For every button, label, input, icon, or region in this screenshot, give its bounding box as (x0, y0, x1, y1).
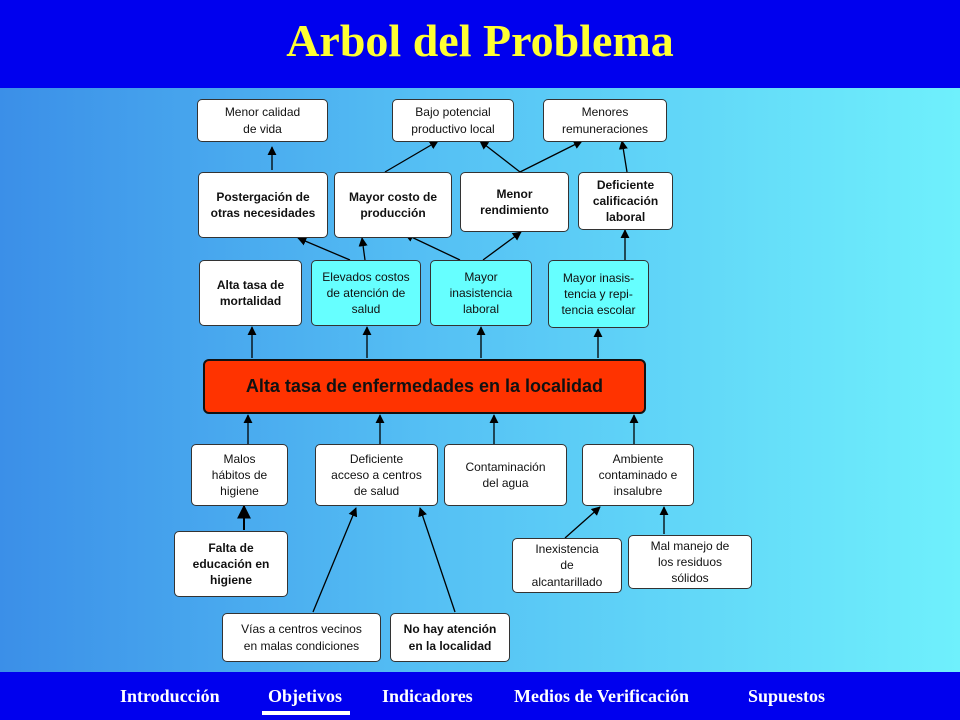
active-nav-indicator (262, 711, 350, 715)
effect-elevados-costos-salud: Elevados costos de atención de salud (311, 260, 421, 326)
cause-falta-educacion-higiene: Falta de educación en higiene (174, 531, 288, 597)
arrow-calificacion-to-remuneraciones (618, 140, 628, 173)
cause-vias-malas-condiciones: Vías a centros vecinos en malas condicio… (222, 613, 381, 662)
effect-mayor-costo-produccion: Mayor costo de producción (334, 172, 452, 238)
arrow-costos-salud-to-costo (358, 237, 368, 261)
effect-menor-calidad-vida: Menor calidad de vida (197, 99, 328, 142)
arrow-vias-to-acceso (312, 507, 358, 613)
cause-malos-habitos-higiene: Malos hábitos de higiene (191, 444, 288, 506)
arrow-costos-salud-to-postergacion (297, 237, 351, 261)
arrow-inasistencia-to-rendimiento (482, 231, 522, 261)
cause-ambiente-contaminado: Ambiente contaminado e insalubre (582, 444, 694, 506)
central-problem: Alta tasa de enfermedades en la localida… (203, 359, 646, 414)
effect-postergacion-necesidades: Postergación de otras necesidades (198, 172, 328, 238)
effect-inasistencia-escolar: Mayor inasis- tencia y repi- tencia esco… (548, 260, 649, 328)
arrow-inasistencia-to-costo (404, 233, 461, 261)
slide-title: Arbol del Problema (286, 15, 674, 66)
arrow-rendimiento-to-remuneraciones (519, 140, 583, 173)
arrow-rendimiento-to-potencial (479, 140, 521, 173)
effect-bajo-potencial-productivo: Bajo potencial productivo local (392, 99, 514, 142)
nav-link-supuestos[interactable]: Supuestos (748, 686, 826, 706)
effect-deficiente-calificacion: Deficiente calificación laboral (578, 172, 673, 230)
effect-menor-rendimiento: Menor rendimiento (460, 172, 569, 232)
arrow-costo-to-potencial (384, 140, 439, 173)
effect-alta-mortalidad: Alta tasa de mortalidad (199, 260, 302, 326)
footer-nav-bar: Introducción Objetivos Indicadores Medio… (0, 672, 960, 720)
effect-menores-remuneraciones: Menores remuneraciones (543, 99, 667, 142)
cause-mal-manejo-residuos: Mal manejo de los residuos sólidos (628, 535, 752, 589)
cause-inexistencia-alcantarillado: Inexistencia de alcantarillado (512, 538, 622, 593)
cause-no-atencion-localidad: No hay atención en la localidad (390, 613, 510, 662)
nav-link-objetivos[interactable]: Objetivos (268, 686, 342, 706)
arrow-alcantarillado-to-ambiente (564, 506, 601, 539)
arrow-atencion-to-acceso (418, 507, 456, 613)
effect-mayor-inasistencia-laboral: Mayor inasistencia laboral (430, 260, 532, 326)
nav-link-introduccion[interactable]: Introducción (120, 686, 220, 706)
nav-link-indicadores[interactable]: Indicadores (382, 686, 473, 706)
header-bar: Arbol del Problema (0, 0, 960, 88)
nav-link-medios-verificacion[interactable]: Medios de Verificación (514, 686, 689, 706)
cause-contaminacion-agua: Contaminación del agua (444, 444, 567, 506)
cause-deficiente-acceso-salud: Deficiente acceso a centros de salud (315, 444, 438, 506)
